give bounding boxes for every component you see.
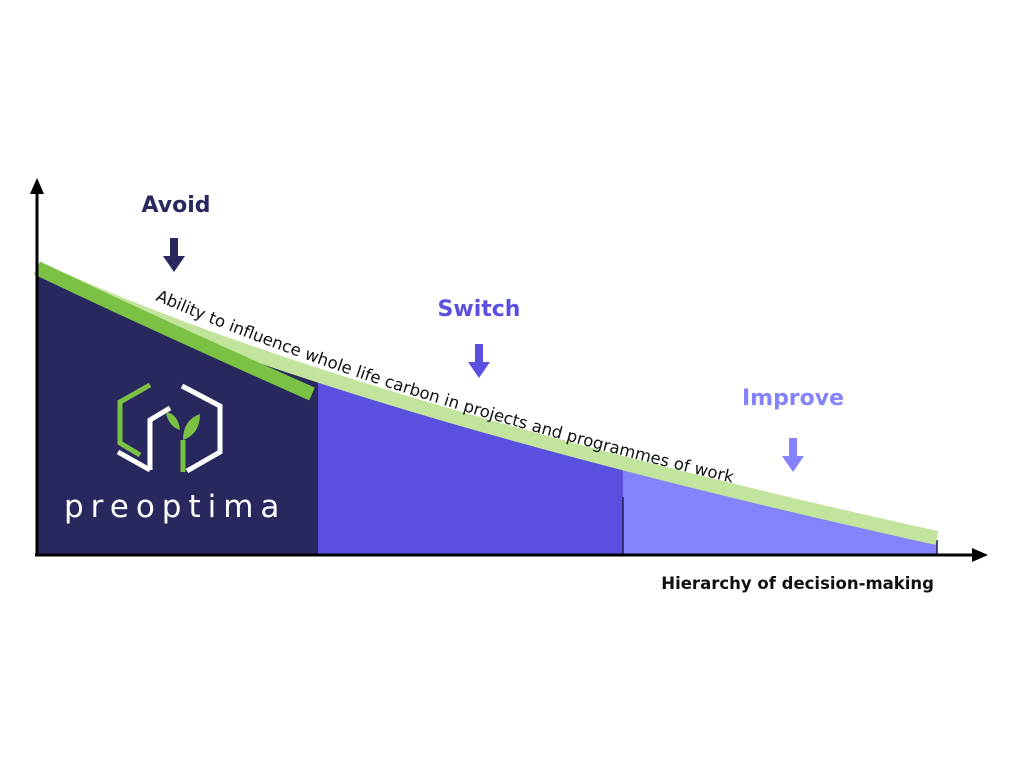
x-axis-label: Hierarchy of decision-making — [661, 574, 934, 593]
house-leaf-icon — [116, 382, 223, 474]
improve-label: Improve — [742, 386, 844, 411]
avoid-down-arrow-icon — [163, 238, 185, 272]
influence-curve-dark — [33, 261, 315, 401]
x-axis-arrowhead — [972, 548, 988, 562]
y-axis-arrowhead — [30, 178, 44, 194]
preoptima-logo: preoptima — [64, 382, 286, 525]
switch-label: Switch — [438, 297, 521, 322]
logo-text: preoptima — [64, 489, 286, 525]
switch-down-arrow-icon — [468, 344, 490, 378]
avoid-label: Avoid — [142, 193, 211, 218]
improve-down-arrow-icon — [782, 438, 804, 472]
